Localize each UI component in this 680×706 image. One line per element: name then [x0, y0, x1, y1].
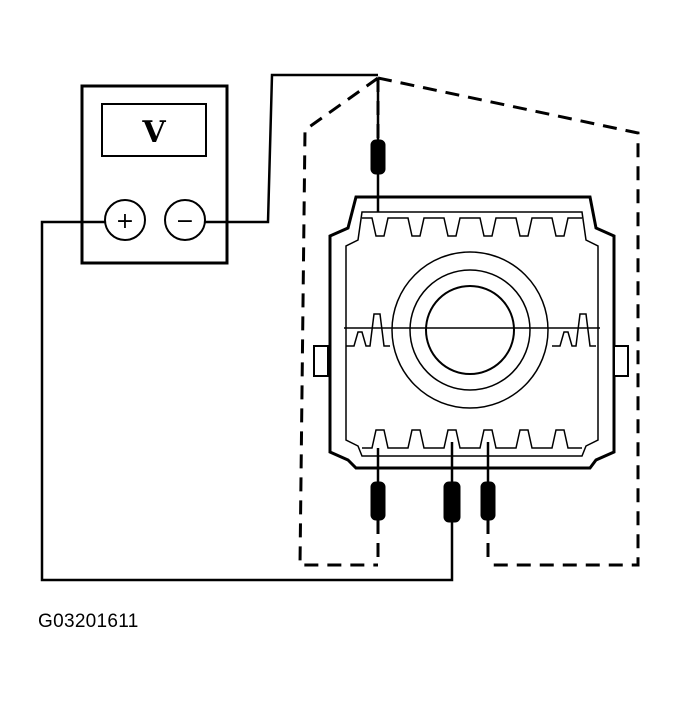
negative-terminal	[164, 199, 206, 241]
middle-ring	[409, 269, 531, 391]
connector-housing	[328, 195, 616, 470]
outer-ring	[391, 251, 549, 409]
negative-lead	[205, 73, 378, 224]
side-latch-right	[613, 345, 629, 377]
negative-symbol: −	[176, 209, 194, 234]
probe-top	[370, 78, 386, 212]
side-latch-left	[313, 345, 329, 377]
probe-bottom-right	[480, 442, 496, 521]
center-teeth-right	[552, 313, 596, 347]
positive-terminal	[104, 199, 146, 241]
probe-bottom-left	[370, 448, 386, 521]
probe-bottom-center	[443, 442, 461, 523]
voltmeter: V + −	[80, 84, 229, 265]
positive-symbol: +	[116, 209, 134, 234]
terminal-row-top	[362, 217, 582, 237]
figure-id: G03201611	[38, 611, 139, 632]
terminal-row-bottom	[362, 429, 582, 449]
test-leads	[40, 73, 454, 582]
connector-inner-wall	[345, 211, 599, 457]
display-symbol: V	[141, 115, 166, 150]
voltmeter-display	[101, 103, 207, 157]
probes	[370, 78, 496, 523]
inner-ring	[425, 285, 515, 375]
positive-lead	[40, 220, 454, 582]
connector	[313, 195, 629, 470]
center-teeth-left	[346, 313, 390, 347]
